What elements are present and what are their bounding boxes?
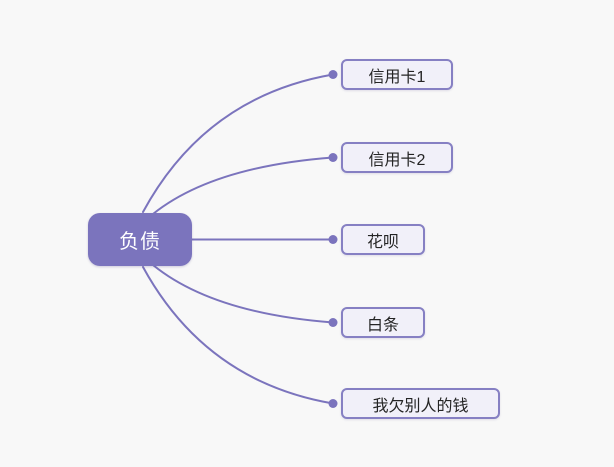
child-node-label: 花呗 bbox=[366, 233, 399, 251]
child-node-label: 信用卡1 bbox=[368, 68, 426, 86]
root-node-liabilities[interactable]: 负债 bbox=[88, 213, 192, 266]
root-node-label: 负债 bbox=[119, 231, 161, 253]
child-node-credit-card-1[interactable]: 信用卡1 bbox=[341, 59, 453, 90]
child-node-label: 信用卡2 bbox=[368, 151, 426, 169]
child-node-credit-card-2[interactable]: 信用卡2 bbox=[341, 142, 453, 173]
child-node-huabei[interactable]: 花呗 bbox=[341, 224, 425, 255]
child-node-money-owed-to-others[interactable]: 我欠别人的钱 bbox=[341, 388, 500, 419]
child-node-baitiao[interactable]: 白条 bbox=[341, 307, 425, 338]
child-node-label: 我欠别人的钱 bbox=[372, 397, 469, 415]
child-node-label: 白条 bbox=[366, 316, 399, 334]
